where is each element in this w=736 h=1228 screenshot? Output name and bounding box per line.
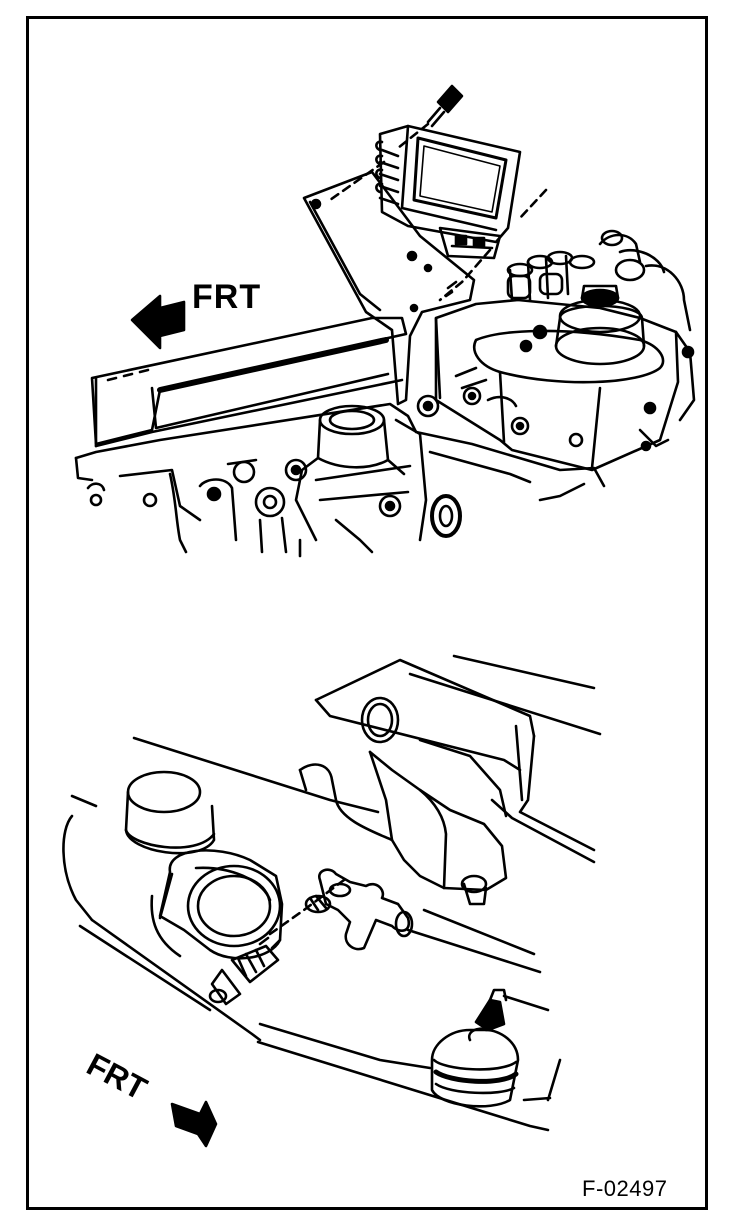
neutral-switch xyxy=(150,849,284,1006)
housing-outline xyxy=(522,1058,562,1102)
top-diagram xyxy=(74,84,696,558)
engine-bracket xyxy=(298,750,508,906)
figure-frame xyxy=(26,16,708,1210)
housing-outline xyxy=(406,928,542,974)
mounting-bracket xyxy=(302,170,476,406)
rocker-cover xyxy=(90,316,408,448)
cylinder-head xyxy=(74,402,606,554)
engine-block xyxy=(314,654,602,864)
figure-id: F-02497 xyxy=(582,1176,668,1201)
housing-outline xyxy=(132,736,380,814)
front-arrow-icon xyxy=(130,294,186,350)
housing-outline xyxy=(70,794,98,808)
screw xyxy=(426,84,464,128)
housing-outline xyxy=(78,924,212,1012)
housing-outline xyxy=(62,814,94,922)
lock-plate xyxy=(304,868,414,951)
direction-label-top: FRT xyxy=(192,278,262,316)
ignition-module xyxy=(375,124,522,260)
engine-bolts xyxy=(198,458,308,554)
housing-outline xyxy=(258,1022,432,1070)
housing-outline xyxy=(422,908,536,956)
distributor xyxy=(416,229,696,472)
housing-outline xyxy=(90,918,262,1042)
thermostat-housing xyxy=(294,404,462,558)
front-arrow-icon xyxy=(170,1100,218,1148)
tie-rod-end xyxy=(430,988,550,1108)
alignment-line xyxy=(328,122,430,202)
end-cap xyxy=(124,770,216,855)
housing-outline xyxy=(256,1040,550,1132)
bottom-diagram xyxy=(62,654,602,1148)
